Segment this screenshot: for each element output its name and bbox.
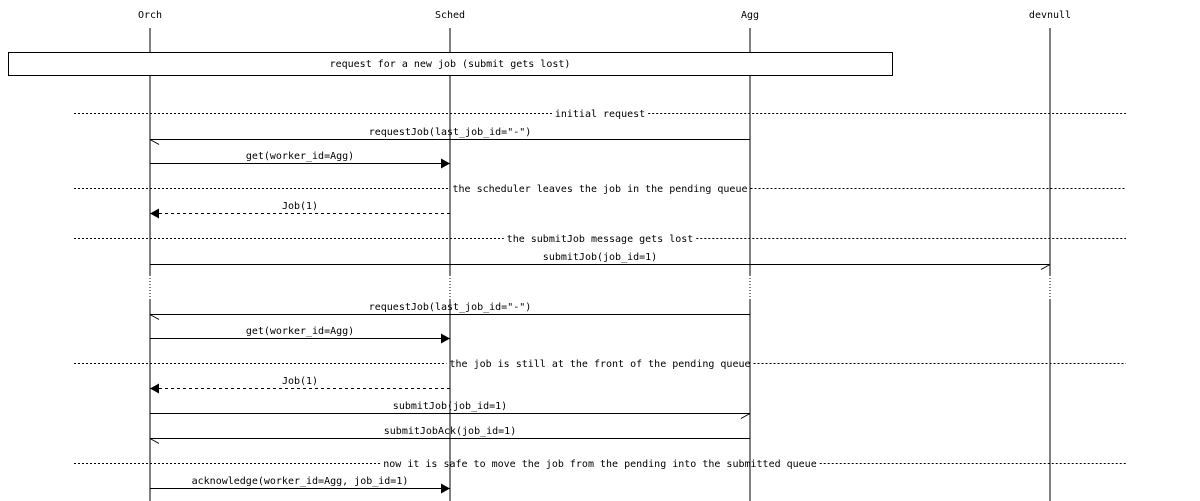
arrowhead-half [1040,264,1051,270]
message-label: requestJob(last_job_id="-") [369,302,532,313]
arrowhead-filled [150,383,159,394]
arrowhead-half [149,314,160,320]
title-note-text: request for a new job (submit gets lost) [330,59,571,70]
participant-label-agg: Agg [741,10,759,21]
message-label: acknowledge(worker_id=Agg, job_id=1) [192,476,409,487]
message-label: Job(1) [282,201,318,212]
participant-label-devnull: devnull [1029,10,1071,21]
message-label: submitJob(job_id=1) [393,401,507,412]
arrowhead-filled [441,158,450,169]
participant-label-orch: Orch [138,10,162,21]
arrowhead-filled [441,333,450,344]
arrowhead-half [740,413,751,419]
arrowhead-half [149,139,160,145]
message-label: submitJob(job_id=1) [543,252,657,263]
title-note-box [8,52,893,76]
participant-label-sched: Sched [435,10,465,21]
message-label: get(worker_id=Agg) [246,151,354,162]
divider-label: initial request [555,109,645,120]
message-label: submitJobAck(job_id=1) [384,426,516,437]
arrowhead-filled [150,208,159,219]
divider-label: the scheduler leaves the job in the pend… [452,184,747,195]
divider-label: now it is safe to move the job from the … [383,459,816,470]
message-label: get(worker_id=Agg) [246,326,354,337]
arrowhead-filled [441,483,450,494]
divider-label: the job is still at the front of the pen… [449,359,750,370]
message-label: requestJob(last_job_id="-") [369,127,532,138]
divider-label: the submitJob message gets lost [507,234,694,245]
message-label: Job(1) [282,376,318,387]
arrowhead-half [149,438,160,444]
